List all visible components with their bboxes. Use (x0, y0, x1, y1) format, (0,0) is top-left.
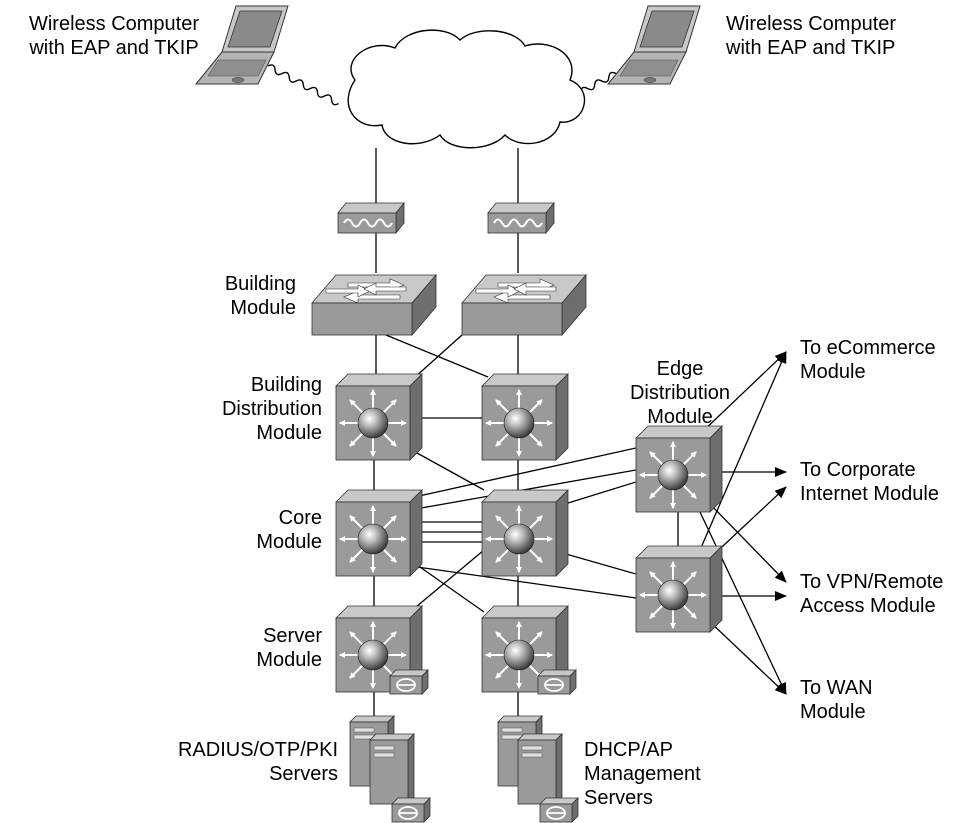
label-to-wan: To WAN Module (800, 676, 873, 724)
label-to-corporate: To Corporate Internet Module (800, 458, 939, 506)
label-line: Core (278, 507, 322, 529)
label-line: Module (647, 406, 713, 428)
edge-switch-icon-top (636, 426, 722, 512)
label-line: Internet Module (800, 483, 939, 505)
label-line: with EAP and TKIP (29, 37, 199, 59)
link-switch-dist-cross-a (385, 334, 489, 378)
arrow-edge1-vpn (707, 501, 787, 583)
label-line: Module (256, 531, 322, 553)
access-point-icon-right (487, 202, 555, 234)
label-dhcp-servers: DHCP/AP Management Servers (584, 738, 701, 810)
ids-module-icon-radius (391, 797, 431, 823)
label-line: Distribution (629, 382, 731, 404)
arrow-edge1-wan (699, 511, 787, 695)
label-line: To eCommerce (800, 337, 936, 359)
access-point-icon-left (337, 202, 405, 234)
core-switch-icon-right (482, 490, 568, 576)
links (373, 148, 679, 716)
ids-module-icon-dhcp (539, 797, 579, 823)
edge-switch-icon-bottom (636, 546, 722, 632)
building-switch-icon-right (461, 274, 587, 336)
label-building-module: Building Module (225, 272, 296, 320)
label-line: Module (800, 701, 866, 723)
label-line: Module (800, 361, 866, 383)
label-to-vpn: To VPN/Remote Access Module (800, 570, 943, 618)
wireless-signal-left (267, 64, 339, 106)
link-core-left-edge-a (409, 447, 637, 499)
label-line: Module (256, 649, 322, 671)
label-building-distribution: Building Distribution Module (222, 373, 322, 445)
label-line: DHCP/AP (584, 739, 673, 761)
label-core-module: Core Module (256, 506, 322, 554)
distribution-switch-icon-right (482, 374, 568, 460)
label-line: Edge (656, 358, 704, 380)
server-icon-radius-2 (369, 733, 415, 805)
ids-module-icon-left (389, 669, 429, 695)
label-server-module: Server Module (256, 624, 322, 672)
label-line: Server (263, 625, 322, 647)
link-core-left-edge-b (409, 565, 637, 599)
core-switch-icon-left (336, 490, 422, 576)
label-line: Wireless Computer (28, 13, 200, 35)
label-edge-distribution: Edge Distribution Module (605, 357, 755, 429)
label-wireless-right: Wireless Computer with EAP and TKIP (726, 12, 896, 60)
arrow-edge1-ecommerce (699, 351, 787, 435)
label-line: Servers (269, 763, 338, 785)
link-dist-core-cross (407, 447, 485, 491)
link-core-server-cross-a (409, 549, 485, 613)
link-core-server-cross-b (409, 559, 485, 613)
label-line: Access Module (800, 595, 936, 617)
laptop-icon-right (607, 5, 701, 85)
link-switch-dist-cross-b (413, 334, 463, 379)
label-line: Wireless Computer (726, 13, 897, 35)
label-line: Management (584, 763, 701, 785)
label-wireless-left: Wireless Computer with EAP and TKIP (0, 12, 228, 60)
cloud-icon (347, 29, 586, 149)
label-to-ecommerce: To eCommerce Module (800, 336, 936, 384)
label-line: Building (250, 374, 322, 396)
distribution-switch-icon-left (336, 374, 422, 460)
label-line: To WAN (800, 677, 873, 699)
arrow-edge2-ecommerce (699, 351, 787, 551)
label-line: To VPN/Remote (800, 571, 944, 593)
label-line: To Corporate (800, 459, 916, 481)
label-line: Module (256, 422, 322, 444)
building-switch-icon-left (311, 274, 437, 336)
label-line: RADIUS/OTP/PKI (177, 739, 338, 761)
ids-module-icon-right (537, 669, 577, 695)
label-line: Servers (584, 787, 653, 809)
label-line: Distribution (221, 398, 322, 420)
label-radius-servers: RADIUS/OTP/PKI Servers (178, 738, 338, 786)
label-line: with EAP and TKIP (726, 37, 896, 59)
label-line: Module (230, 297, 296, 319)
label-line: Building (224, 273, 296, 295)
server-icon-dhcp-2 (517, 733, 563, 805)
arrow-edge2-wan (707, 619, 787, 695)
